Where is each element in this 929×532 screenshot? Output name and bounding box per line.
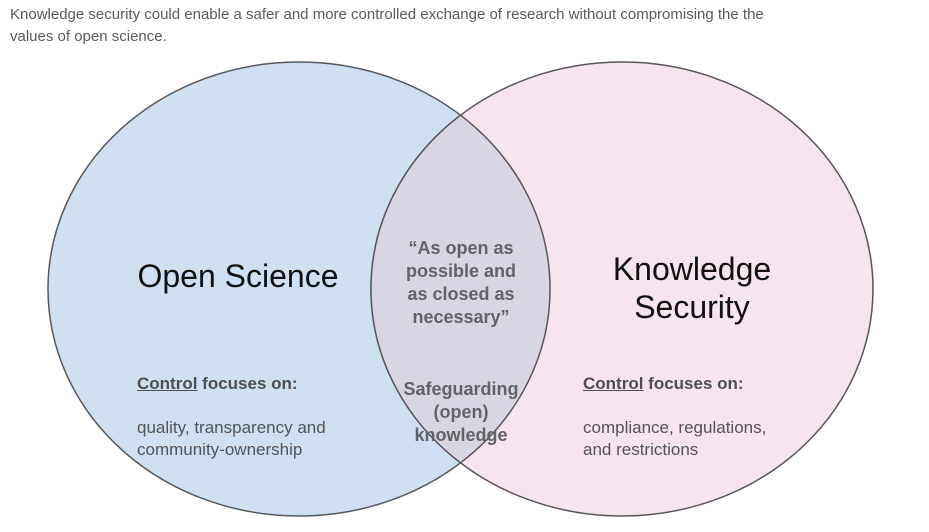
- open-science-title: Open Science: [137, 258, 339, 294]
- knowledge-security-title: Knowledge Security: [612, 251, 772, 325]
- knowledge-security-control-rest: focuses on:: [643, 374, 744, 393]
- knowledge-security-control-block: Control focuses on: compliance, regulati…: [583, 351, 823, 483]
- knowledge-security-control-heading: Control focuses on:: [583, 373, 823, 395]
- knowledge-security-control-details: compliance, regulations, and restriction…: [583, 418, 767, 459]
- knowledge-security-control-word: Control: [583, 374, 644, 393]
- intersection-lens: [370, 114, 551, 464]
- intersection-subtext: Safeguarding (open) knowledge: [403, 379, 519, 445]
- intersection-quote: “As open as possible and as closed as ne…: [405, 238, 517, 327]
- intersection-text: “As open as possible and as closed as ne…: [376, 214, 546, 470]
- open-science-control-details: quality, transparency and community-owne…: [137, 418, 326, 459]
- open-science-control-heading: Control focuses on:: [137, 373, 377, 395]
- open-science-control-rest: focuses on:: [197, 374, 298, 393]
- open-science-control-word: Control: [137, 374, 198, 393]
- caption: Knowledge security could enable a safer …: [10, 6, 764, 45]
- open-science-control-block: Control focuses on: quality, transparenc…: [137, 351, 377, 483]
